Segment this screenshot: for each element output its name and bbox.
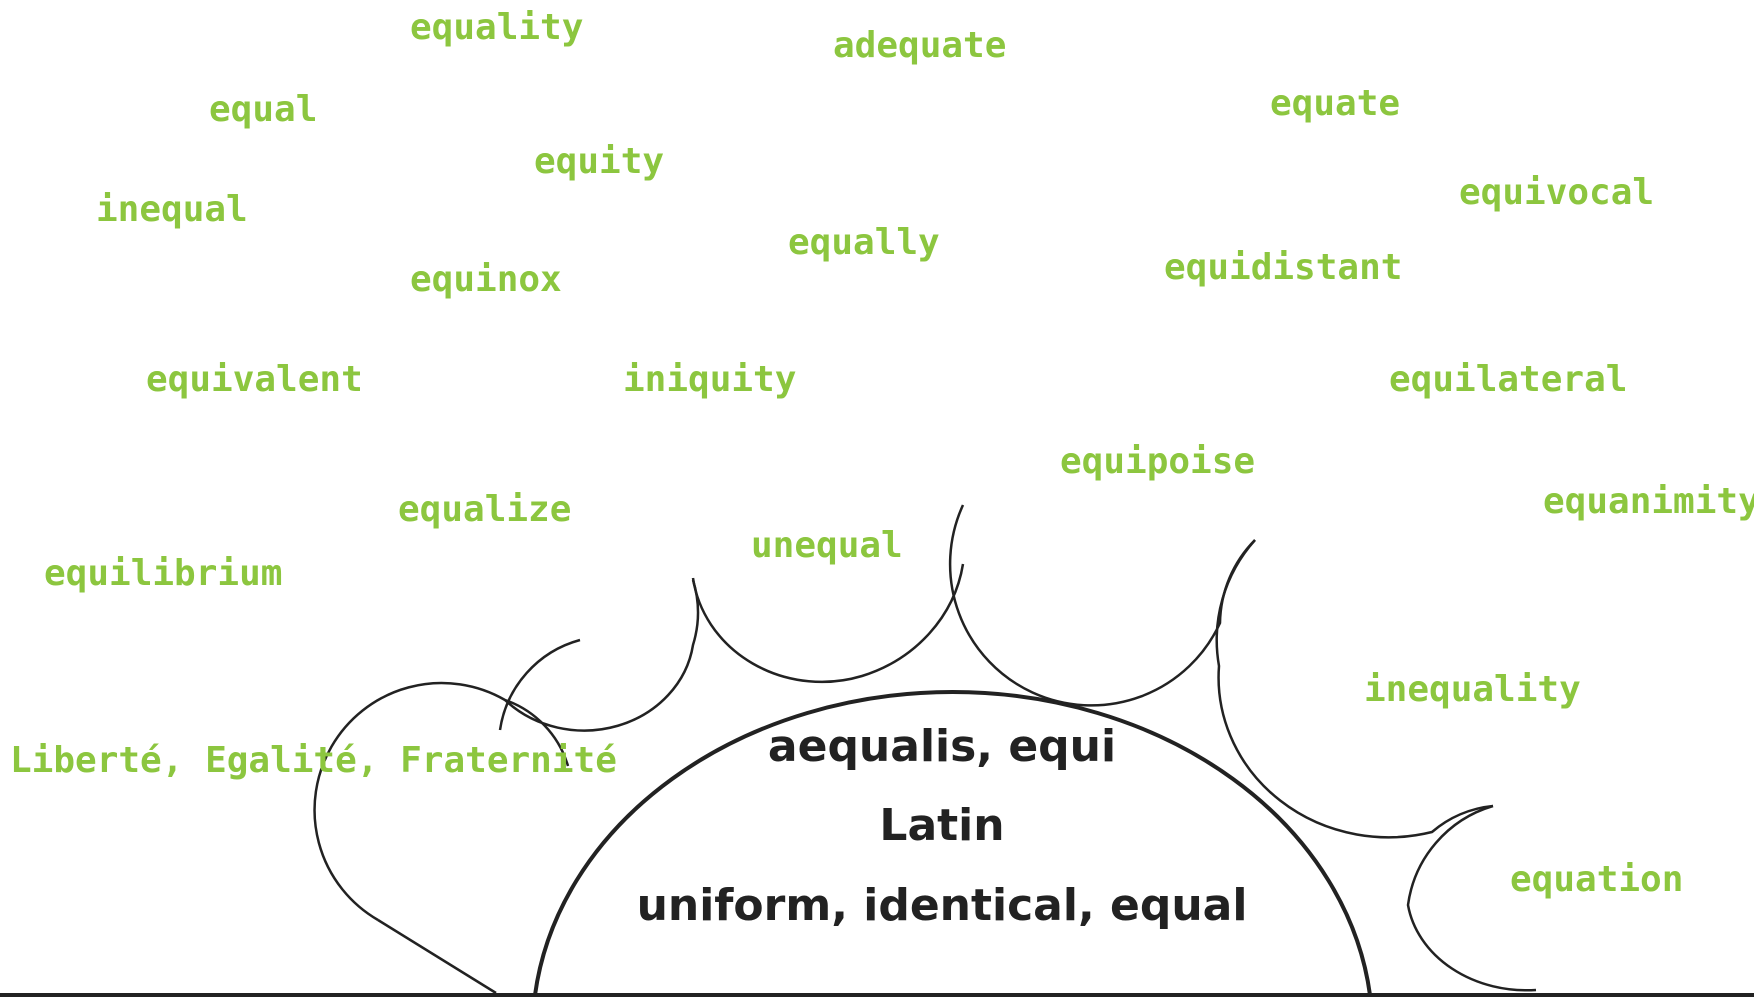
word-adequate: adequate xyxy=(833,25,1007,66)
word-equipoise: equipoise xyxy=(1060,441,1256,482)
sun-ray-3 xyxy=(504,579,700,732)
word-inequal: inequal xyxy=(96,189,248,230)
word-equivocal: equivocal xyxy=(1459,172,1655,213)
word-inequality: inequality xyxy=(1364,669,1581,710)
sun-ray-6 xyxy=(1215,539,1494,839)
word-equity: equity xyxy=(534,141,665,182)
word-equally: equally xyxy=(788,222,940,263)
word-equinox: equinox xyxy=(410,259,562,300)
word-iniquity: iniquity xyxy=(623,359,797,400)
sun-ray-4 xyxy=(691,563,965,684)
word-equate: equate xyxy=(1270,83,1401,124)
word-equilibrium: equilibrium xyxy=(44,553,283,594)
root-line-2: Latin xyxy=(879,800,1005,851)
sun-ray-left-tail xyxy=(377,918,497,995)
word-equivalent: equivalent xyxy=(146,359,363,400)
word-equal: equal xyxy=(209,89,318,130)
word-equalize: equalize xyxy=(398,489,572,530)
root-line-3: uniform, identical, equal xyxy=(636,880,1248,931)
sun-ray-7 xyxy=(1406,804,1537,992)
sun-ray-1 xyxy=(313,681,570,922)
sun-ray-5 xyxy=(948,504,1256,707)
word-equation: equation xyxy=(1510,859,1684,900)
sun-body xyxy=(533,690,1372,996)
word-liberte-egalite-fraternite: Liberté, Egalité, Fraternité xyxy=(10,740,617,781)
word-unequal: unequal xyxy=(751,525,903,566)
word-equidistant: equidistant xyxy=(1164,247,1403,288)
root-line-1: aequalis, equi xyxy=(767,721,1117,772)
word-equanimity: equanimity xyxy=(1543,481,1754,522)
word-equality: equality xyxy=(410,7,584,48)
word-equilateral: equilateral xyxy=(1389,359,1628,400)
sun-ray-2 xyxy=(498,638,581,731)
